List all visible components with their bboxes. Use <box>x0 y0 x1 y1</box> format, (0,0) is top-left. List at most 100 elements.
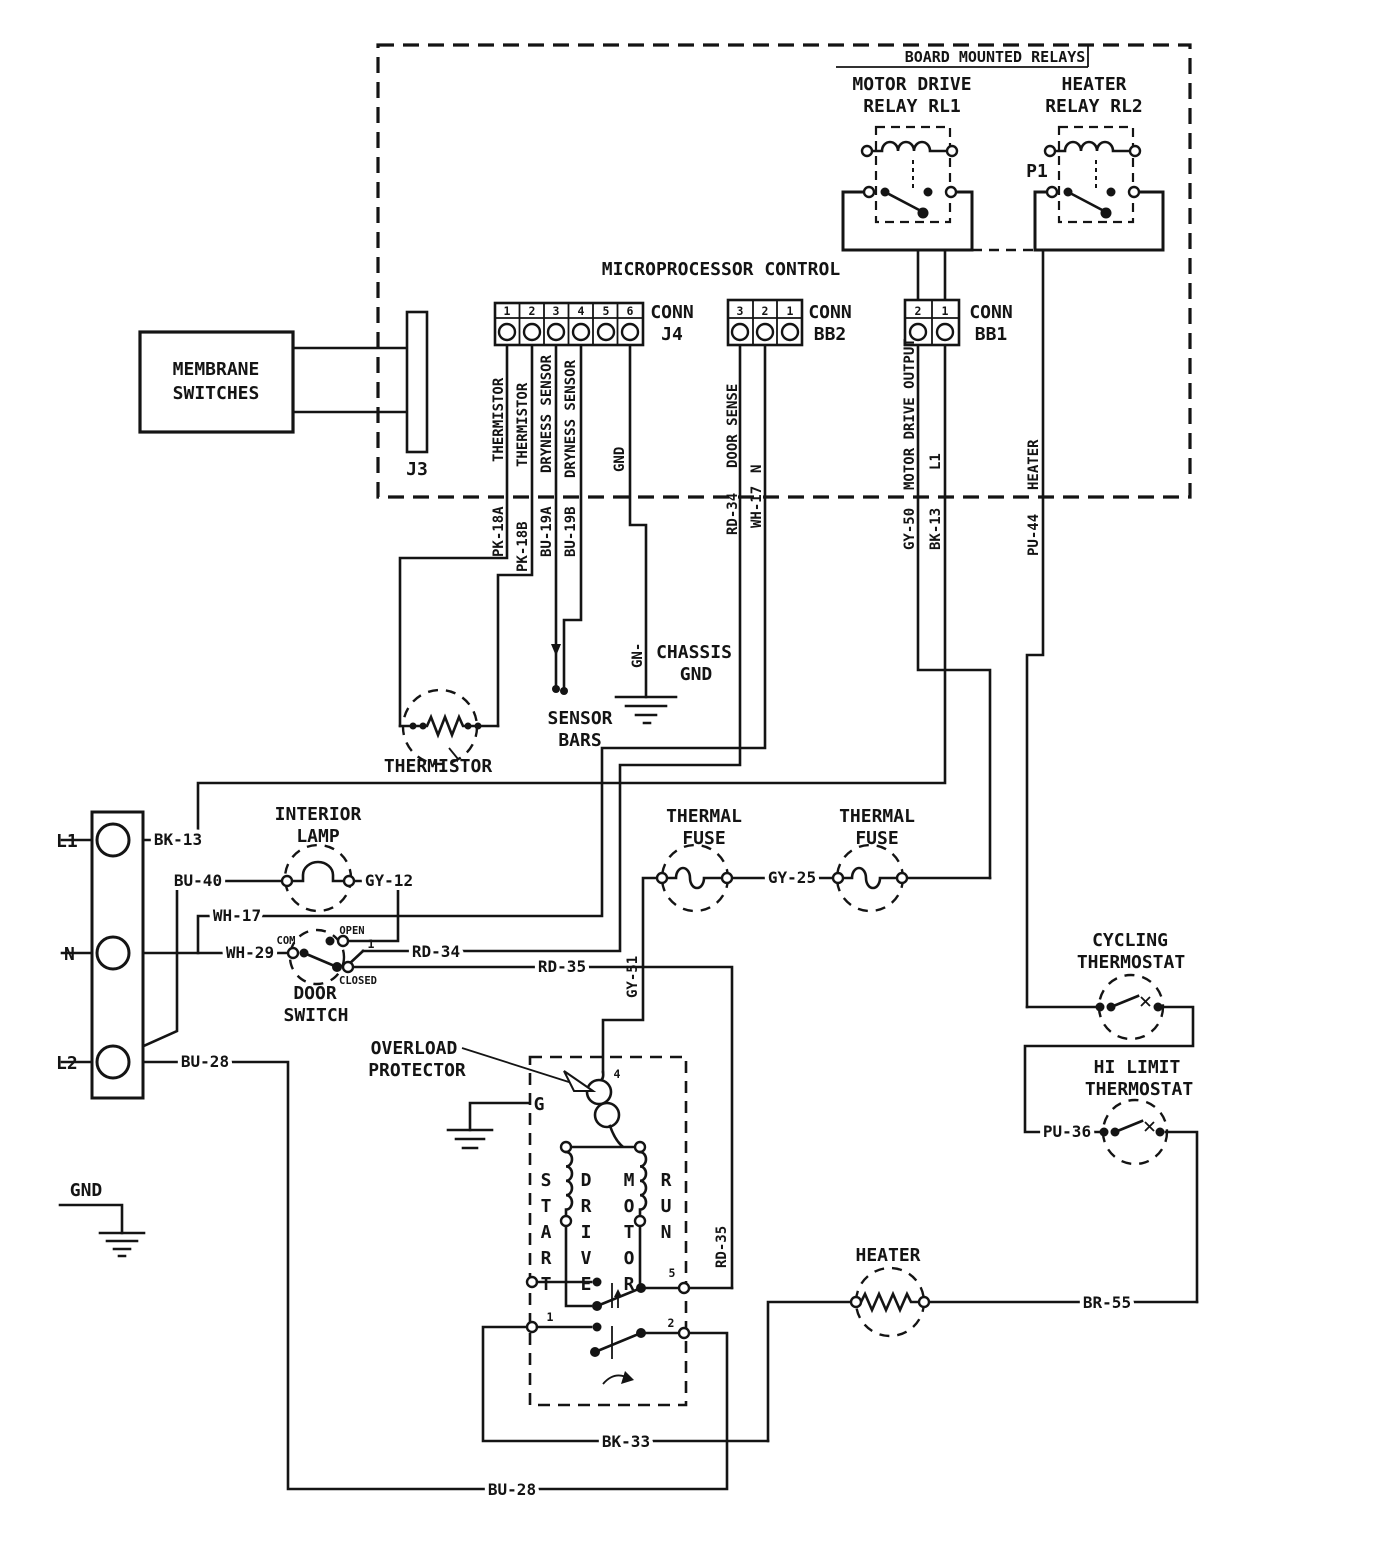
terminal-l2-label: L2 <box>56 1053 78 1074</box>
run-winding-terminal <box>633 1214 647 1228</box>
cycling-dashed-circle <box>1097 973 1165 1041</box>
lamp-dashed-circle <box>283 843 353 913</box>
door-open-label: OPEN <box>339 925 364 937</box>
bb1-cells <box>905 300 959 345</box>
sensor-bars-label-1: SENSOR <box>547 708 612 729</box>
start-winding-terminal <box>559 1214 573 1228</box>
sensor-bar-tip <box>560 687 568 695</box>
wire-gn-chassis <box>628 343 648 699</box>
wire-motor-gnd <box>468 1101 530 1132</box>
bb1-pin-socket <box>908 322 928 342</box>
overload-exit <box>608 1124 624 1148</box>
thermistor-resistor <box>398 713 500 739</box>
wire-pk18a <box>398 343 509 728</box>
heater: HEATER <box>849 1245 931 1338</box>
cycling-terminal <box>1153 1002 1163 1012</box>
ground-symbol <box>98 1231 146 1258</box>
hilimit-label-1: HI LIMIT <box>1094 1057 1181 1078</box>
wire-label-bu28: BU-28 <box>488 1480 536 1499</box>
overload-label-1: OVERLOAD <box>371 1038 458 1059</box>
rl1-switch-arm <box>883 190 925 214</box>
bb2-pin-socket <box>755 322 775 342</box>
label-wh17: WH-17 <box>749 486 765 528</box>
rl2-coil-terminal <box>1043 144 1057 158</box>
rl1-coil-terminal <box>860 144 874 158</box>
label-gn: GN- <box>630 643 646 668</box>
terminal-n-label: N <box>64 944 75 965</box>
rl1-contact <box>923 187 933 197</box>
terminal-l1-label: L1 <box>56 831 78 852</box>
sensor-bars-label-2: BARS <box>558 730 601 751</box>
motor-pin2-label: 2 <box>668 1316 675 1330</box>
thermistor: THERMISTOR <box>384 688 500 777</box>
signal-dryness-2: DRYNESS SENSOR <box>563 359 579 478</box>
vertical-wire-labels: PK-18A PK-18B BU-19A BU-19B RD-34 WH-17 … <box>491 486 1042 1268</box>
membrane-label-2: SWITCHES <box>173 383 260 404</box>
run-winding <box>638 1150 648 1218</box>
terminal-strip: L1 N L2 <box>56 810 145 1100</box>
rl2-contact-terminal <box>1127 185 1141 199</box>
heater-terminal <box>917 1295 931 1309</box>
motor-bus-terminal <box>559 1140 573 1154</box>
rl1-coil-terminal <box>945 144 959 158</box>
fuse1-element <box>665 866 724 890</box>
cycling-break-mark <box>1140 996 1151 1007</box>
bb1-id: BB1 <box>975 324 1008 345</box>
overload-label-2: PROTECTOR <box>368 1060 466 1081</box>
door-switch-label-1: DOOR <box>293 983 337 1004</box>
label-rd35-v: RD-35 <box>714 1226 730 1268</box>
wire-gy50 <box>916 343 992 880</box>
membrane-box <box>138 330 295 434</box>
sensor-bars: SENSOR BARS <box>547 644 613 751</box>
j3-connector <box>405 310 429 454</box>
rl1-label-1: MOTOR DRIVE <box>852 74 971 95</box>
door-switch-dashed-circle <box>288 928 346 986</box>
door-open-contact <box>325 936 335 946</box>
fuse2-terminal <box>831 871 845 885</box>
signal-gnd: GND <box>612 447 628 472</box>
signal-labels: THERMISTOR THERMISTOR DRYNESS SENSOR DRY… <box>491 338 1042 490</box>
motor-pin4-label: 4 <box>614 1067 621 1081</box>
bb2-pin-number: 1 <box>787 304 794 318</box>
signal-heater: HEATER <box>1026 439 1042 490</box>
motor-pin1-terminal <box>525 1320 539 1334</box>
rl1-contact-terminal <box>862 185 876 199</box>
door-arm-tip <box>332 962 342 972</box>
heater-terminal <box>849 1295 863 1309</box>
rotation-arrow-head <box>621 1371 634 1384</box>
wire-label-bk33: BK-33 <box>602 1432 650 1451</box>
terminal-l2 <box>95 1044 131 1080</box>
wire-label-pu36: PU-36 <box>1043 1122 1091 1141</box>
fuse2-label-1: THERMAL <box>839 806 915 827</box>
motor-pin2-terminal <box>677 1326 691 1340</box>
inline-wire-labels: BK-13 WH-17 WH-29 BU-40 GY-12 RD-34 RD-3… <box>150 826 1135 1503</box>
door-switch: COM OPEN CLOSED 1 DOOR SWITCH <box>277 925 377 1026</box>
signal-l1: L1 <box>928 453 944 470</box>
fuse1-terminal <box>720 871 734 885</box>
rl2-dashed-box <box>1057 125 1135 224</box>
bb2-cells <box>728 300 802 345</box>
signal-thermistor-2: THERMISTOR <box>515 382 531 467</box>
label-pk18b: PK-18B <box>515 521 531 572</box>
sensor-bar-tip <box>552 685 560 693</box>
cycling-thermostat: CYCLING THERMOSTAT <box>1077 930 1185 1041</box>
wire-bu40 <box>126 879 289 1055</box>
j4-pin-number: 2 <box>529 304 536 318</box>
poleB-arm-dot <box>636 1328 646 1338</box>
thermistor-terminal <box>419 722 427 730</box>
hilimit-break-mark <box>1144 1121 1155 1132</box>
rl1-coil <box>870 140 949 153</box>
microprocessor-label: MICROPROCESSOR CONTROL <box>602 259 841 280</box>
j4-id: J4 <box>661 324 683 345</box>
overload-pointer <box>461 1047 573 1084</box>
chassis-gnd-label-2: GND <box>680 664 713 685</box>
signal-door-sense: DOOR SENSE <box>725 384 741 468</box>
door-closed-terminal <box>341 960 355 974</box>
wire-label-rd35: RD-35 <box>538 957 586 976</box>
connector-bb1: 2 1 CONN BB1 <box>903 298 1013 347</box>
fuse1-label-1: THERMAL <box>666 806 742 827</box>
hi-limit-thermostat: HI LIMIT THERMOSTAT <box>1085 1057 1193 1166</box>
